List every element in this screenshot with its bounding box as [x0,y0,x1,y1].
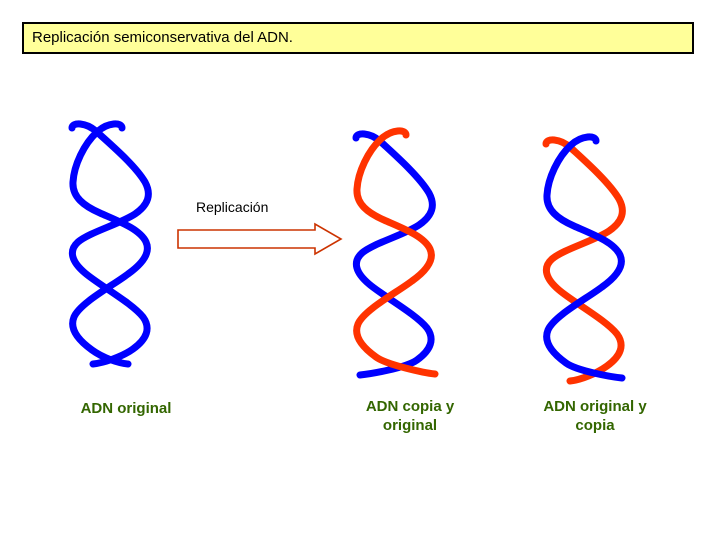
caption-line-2: copia [575,416,615,434]
helix-dna-original-and-copy [542,133,626,385]
strand-copy-red-2 [542,136,626,385]
caption-line-2: original [382,416,438,434]
arrow-shape [177,222,343,256]
strand-original-b [69,120,151,368]
caption-dna-copy-and-original: ADN copia y original [322,398,498,436]
title-banner: Replicación semiconservativa del ADN. [22,22,694,54]
helix-dna-original [68,120,152,368]
caption-dna-original-and-copy: ADN original y copia [500,398,690,436]
replication-arrow-icon [177,222,343,256]
strand-original-blue-2 [543,133,626,382]
strand-original-blue [352,130,436,379]
strand-original-a [68,120,152,368]
caption-line-1: ADN copia y [365,398,455,415]
strand-copy-red [353,127,439,378]
caption-dna-original: ADN original [80,400,172,417]
replication-label: Replicación [196,199,269,215]
helix-dna-copy-and-original [352,127,439,379]
page-title: Replicación semiconservativa del ADN. [32,28,293,46]
caption-line-1: ADN original y [543,398,647,415]
